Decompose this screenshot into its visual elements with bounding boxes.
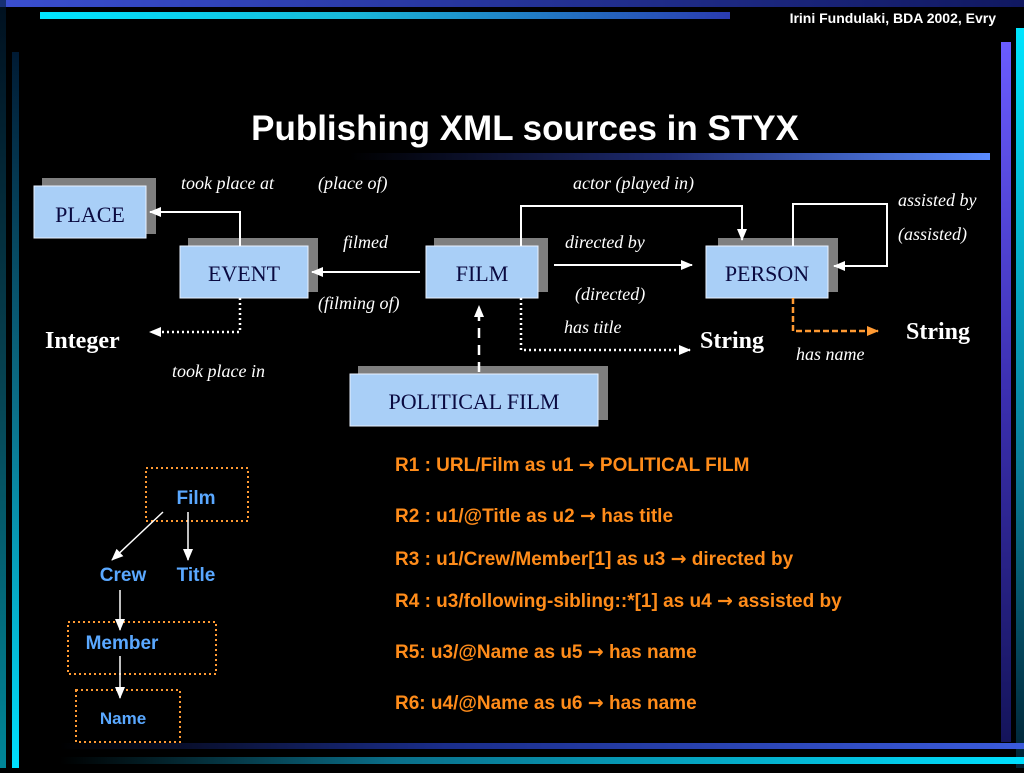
label-took-place-at: took place at	[181, 173, 275, 193]
label-assisted: (assisted)	[898, 224, 967, 245]
tree-film: Film	[176, 488, 215, 509]
tree-member: Member	[86, 633, 159, 654]
label-took-place-in: took place in	[172, 361, 265, 381]
tree-film-box	[145, 467, 249, 522]
bottom-bar-cyan	[60, 757, 1024, 764]
label-has-name: has name	[796, 344, 865, 364]
label-assisted-by: assisted by	[898, 190, 977, 210]
rules-list: R1 : URL/Film as u1 → POLITICAL FILM R2 …	[395, 454, 842, 714]
label-has-title: has title	[564, 317, 622, 337]
source-tree: Film Crew Title Member Name	[67, 467, 249, 743]
node-event-label: EVENT	[208, 261, 281, 286]
node-event: EVENT	[179, 245, 309, 299]
node-political-film: POLITICAL FILM	[349, 373, 599, 427]
edge-has-name	[791, 298, 879, 336]
edge-has-title	[519, 298, 691, 355]
edge-assisted-by	[792, 203, 888, 271]
rule-r5: R5: u3/@Name as u5 → has name	[395, 641, 697, 663]
rule-r6: R6: u4/@Name as u6 → has name	[395, 692, 697, 714]
title-underline	[350, 153, 990, 160]
node-place: PLACE	[33, 185, 147, 239]
edge-took-place-at	[149, 207, 241, 246]
tree-name: Name	[100, 709, 146, 728]
literal-integer: Integer	[45, 328, 120, 354]
schema-edges	[149, 203, 888, 277]
rule-r2: R2 : u1/@Title as u2 → has title	[395, 505, 673, 527]
label-place-of: (place of)	[318, 173, 387, 194]
tree-name-box	[75, 689, 181, 743]
edge-labels: took place at (place of) actor (played i…	[172, 173, 977, 381]
top-bar-cyan	[40, 12, 730, 19]
left-bar	[12, 52, 19, 768]
rule-r3: R3 : u1/Crew/Member[1] as u3 → directed …	[395, 548, 794, 570]
label-directed-by: directed by	[565, 232, 645, 252]
node-person: PERSON	[705, 245, 829, 299]
right-bar-purple	[1001, 42, 1011, 742]
schema-dotted-edges	[149, 298, 691, 355]
edge-took-place-in	[149, 298, 242, 337]
header-credit: Irini Fundulaki, BDA 2002, Evry	[790, 10, 997, 26]
label-filmed: filmed	[343, 232, 389, 252]
node-film: FILM	[425, 245, 539, 299]
right-bar-cyan	[1016, 28, 1024, 768]
rule-r1: R1 : URL/Film as u1 → POLITICAL FILM	[395, 454, 749, 476]
bottom-bar-blue	[60, 743, 1024, 749]
label-actor: actor (played in)	[573, 173, 694, 194]
left-bar-outer	[0, 0, 6, 768]
top-bar-blue	[0, 0, 1024, 7]
label-filming-of: (filming of)	[318, 293, 400, 314]
page-title: Publishing XML sources in STYX	[251, 109, 799, 148]
literal-string-title: String	[700, 328, 764, 354]
literal-string-name: String	[906, 319, 970, 345]
rule-r4: R4 : u3/following-sibling::*[1] as u4 → …	[395, 590, 842, 612]
node-political-film-label: POLITICAL FILM	[389, 389, 560, 414]
tree-title: Title	[177, 565, 216, 586]
tree-crew: Crew	[100, 565, 147, 586]
node-place-label: PLACE	[55, 202, 125, 227]
label-directed: (directed)	[575, 284, 645, 305]
node-film-label: FILM	[456, 261, 509, 286]
node-person-label: PERSON	[725, 261, 809, 286]
edge-actor	[520, 205, 747, 246]
